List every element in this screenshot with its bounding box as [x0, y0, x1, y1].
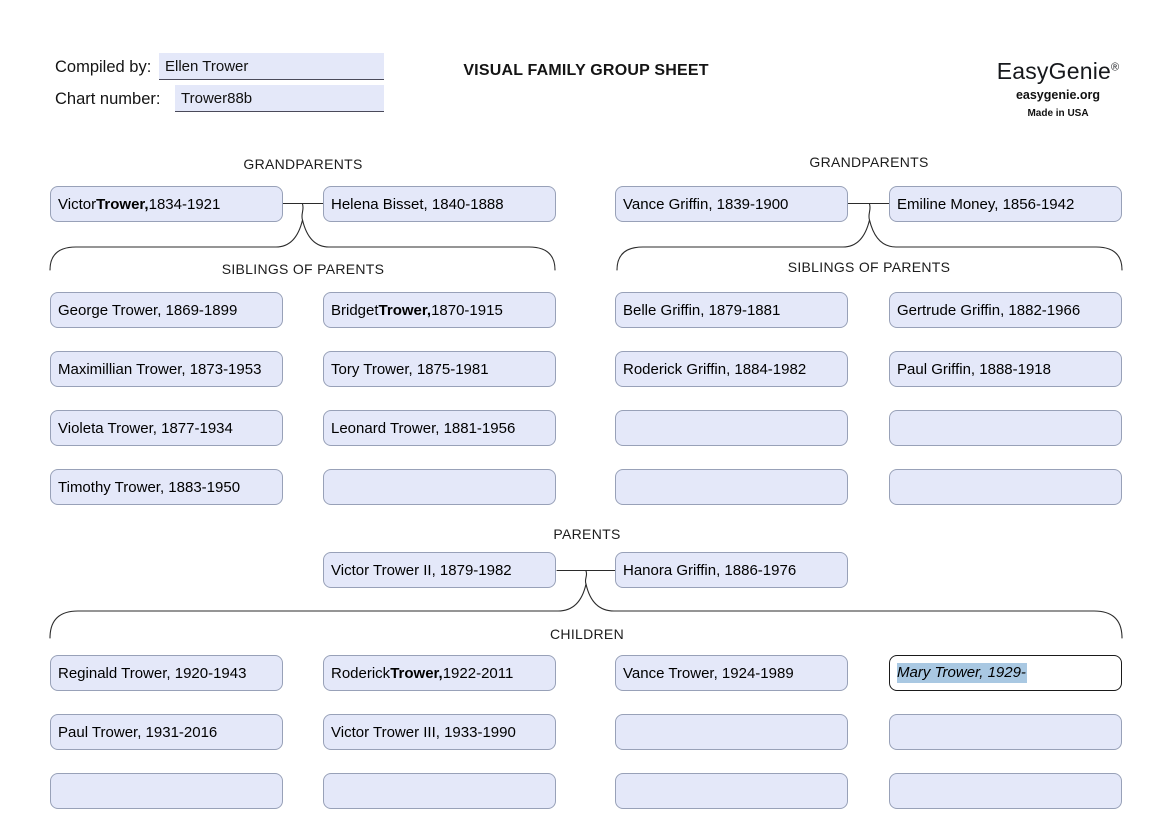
person-name: Vance Griffin, 1839-1900 [623, 195, 789, 213]
person-name: Roderick Griffin, 1884-1982 [623, 360, 807, 378]
sibling-box[interactable]: Leonard Trower, 1881-1956 [323, 410, 556, 446]
person-dates: 1870-1915 [431, 301, 503, 319]
siblings-right-label: SIBLINGS OF PARENTS [787, 259, 951, 275]
person-name: Reginald Trower, 1920-1943 [58, 664, 247, 682]
chart-number-label: Chart number: [55, 90, 161, 108]
child-box-empty[interactable] [323, 773, 556, 809]
person-name: Bridget [331, 301, 379, 319]
child-box-empty[interactable] [889, 714, 1122, 750]
registered-mark: ® [1111, 61, 1120, 74]
sibling-box[interactable]: George Trower, 1869-1899 [50, 292, 283, 328]
siblings-left-label: SIBLINGS OF PARENTS [221, 261, 385, 277]
person-surname-bold: Trower, [390, 664, 443, 682]
person-name: Gertrude Griffin, 1882-1966 [897, 301, 1081, 319]
stem-grandparents-left [301, 203, 304, 221]
child-box[interactable]: Reginald Trower, 1920-1943 [50, 655, 283, 691]
sibling-box[interactable]: Timothy Trower, 1883-1950 [50, 469, 283, 505]
person-name: Victor Trower II, 1879-1982 [331, 561, 512, 579]
stem-parents [584, 570, 588, 585]
grandmother-left-box[interactable]: Helena Bisset, 1840-1888 [323, 186, 556, 222]
sibling-box-empty[interactable] [889, 469, 1122, 505]
person-name: Tory Trower, 1875-1981 [331, 360, 489, 378]
parents-label: PARENTS [553, 526, 621, 542]
person-name: George Trower, 1869-1899 [58, 301, 238, 319]
sibling-box[interactable]: Bridget Trower, 1870-1915 [323, 292, 556, 328]
person-name: Leonard Trower, 1881-1956 [331, 419, 516, 437]
person-name: Roderick [331, 664, 391, 682]
sibling-box[interactable]: Violeta Trower, 1877-1934 [50, 410, 283, 446]
person-name: Timothy Trower, 1883-1950 [58, 478, 241, 496]
sibling-box[interactable]: Gertrude Griffin, 1882-1966 [889, 292, 1122, 328]
brand-site: easygenie.org [1015, 88, 1101, 102]
person-name: Hanora Griffin, 1886-1976 [623, 561, 797, 579]
grandmother-right-box[interactable]: Emiline Money, 1856-1942 [889, 186, 1122, 222]
person-name: Belle Griffin, 1879-1881 [623, 301, 781, 319]
brand-name: EasyGenie [996, 58, 1111, 84]
person-surname-bold: Trower, [96, 195, 149, 213]
brand-logo: EasyGenie® [983, 58, 1133, 85]
person-name: Emiline Money, 1856-1942 [897, 195, 1075, 213]
grandfather-right-box[interactable]: Vance Griffin, 1839-1900 [615, 186, 848, 222]
child-box[interactable]: Vance Trower, 1924-1989 [615, 655, 848, 691]
grandparents-right-label: GRANDPARENTS [809, 154, 929, 170]
grandparents-left-label: GRANDPARENTS [243, 156, 363, 172]
chart-number-field[interactable] [175, 85, 384, 112]
brand-made-in: Made in USA [1027, 108, 1089, 119]
sibling-box-empty[interactable] [615, 469, 848, 505]
sibling-box[interactable]: Paul Griffin, 1888-1918 [889, 351, 1122, 387]
person-name: Helena Bisset, 1840-1888 [331, 195, 504, 213]
sibling-box-empty[interactable] [615, 410, 848, 446]
person-name: Maximillian Trower, 1873-1953 [58, 360, 262, 378]
person-name: Paul Trower, 1931-2016 [58, 723, 218, 741]
compiled-by-field[interactable] [159, 53, 384, 80]
children-label: CHILDREN [550, 626, 624, 642]
person-name: Victor [58, 195, 97, 213]
child-box-empty[interactable] [615, 773, 848, 809]
stem-grandparents-right [868, 203, 871, 221]
person-name: Paul Griffin, 1888-1918 [897, 360, 1051, 378]
child-box-empty[interactable] [50, 773, 283, 809]
sibling-box-empty[interactable] [323, 469, 556, 505]
sibling-box[interactable]: Tory Trower, 1875-1981 [323, 351, 556, 387]
compiled-by-label: Compiled by: [55, 58, 152, 76]
sibling-box[interactable]: Belle Griffin, 1879-1881 [615, 292, 848, 328]
child-box-empty[interactable] [889, 773, 1122, 809]
person-dates: 1834-1921 [148, 195, 221, 213]
page-title: VISUAL FAMILY GROUP SHEET [463, 62, 709, 79]
selected-text: Mary Trower, 1929- [897, 663, 1027, 683]
sibling-box[interactable]: Maximillian Trower, 1873-1953 [50, 351, 283, 387]
child-box-empty[interactable] [615, 714, 848, 750]
child-box[interactable]: Victor Trower III, 1933-1990 [323, 714, 556, 750]
person-name: Violeta Trower, 1877-1934 [58, 419, 233, 437]
person-surname-bold: Trower, [378, 301, 432, 319]
father-box[interactable]: Victor Trower II, 1879-1982 [323, 552, 556, 588]
grandfather-left-box[interactable]: Victor Trower, 1834-1921 [50, 186, 283, 222]
person-dates: 1922-2011 [442, 664, 514, 682]
brand-block: EasyGenie® easygenie.org Made in USA [983, 58, 1133, 119]
person-name: Victor Trower III, 1933-1990 [331, 723, 516, 741]
child-box-focused[interactable]: Mary Trower, 1929- [889, 655, 1122, 691]
child-box[interactable]: Paul Trower, 1931-2016 [50, 714, 283, 750]
child-box[interactable]: Roderick Trower, 1922-2011 [323, 655, 556, 691]
person-name: Vance Trower, 1924-1989 [623, 664, 794, 682]
sibling-box-empty[interactable] [889, 410, 1122, 446]
mother-box[interactable]: Hanora Griffin, 1886-1976 [615, 552, 848, 588]
sibling-box[interactable]: Roderick Griffin, 1884-1982 [615, 351, 848, 387]
